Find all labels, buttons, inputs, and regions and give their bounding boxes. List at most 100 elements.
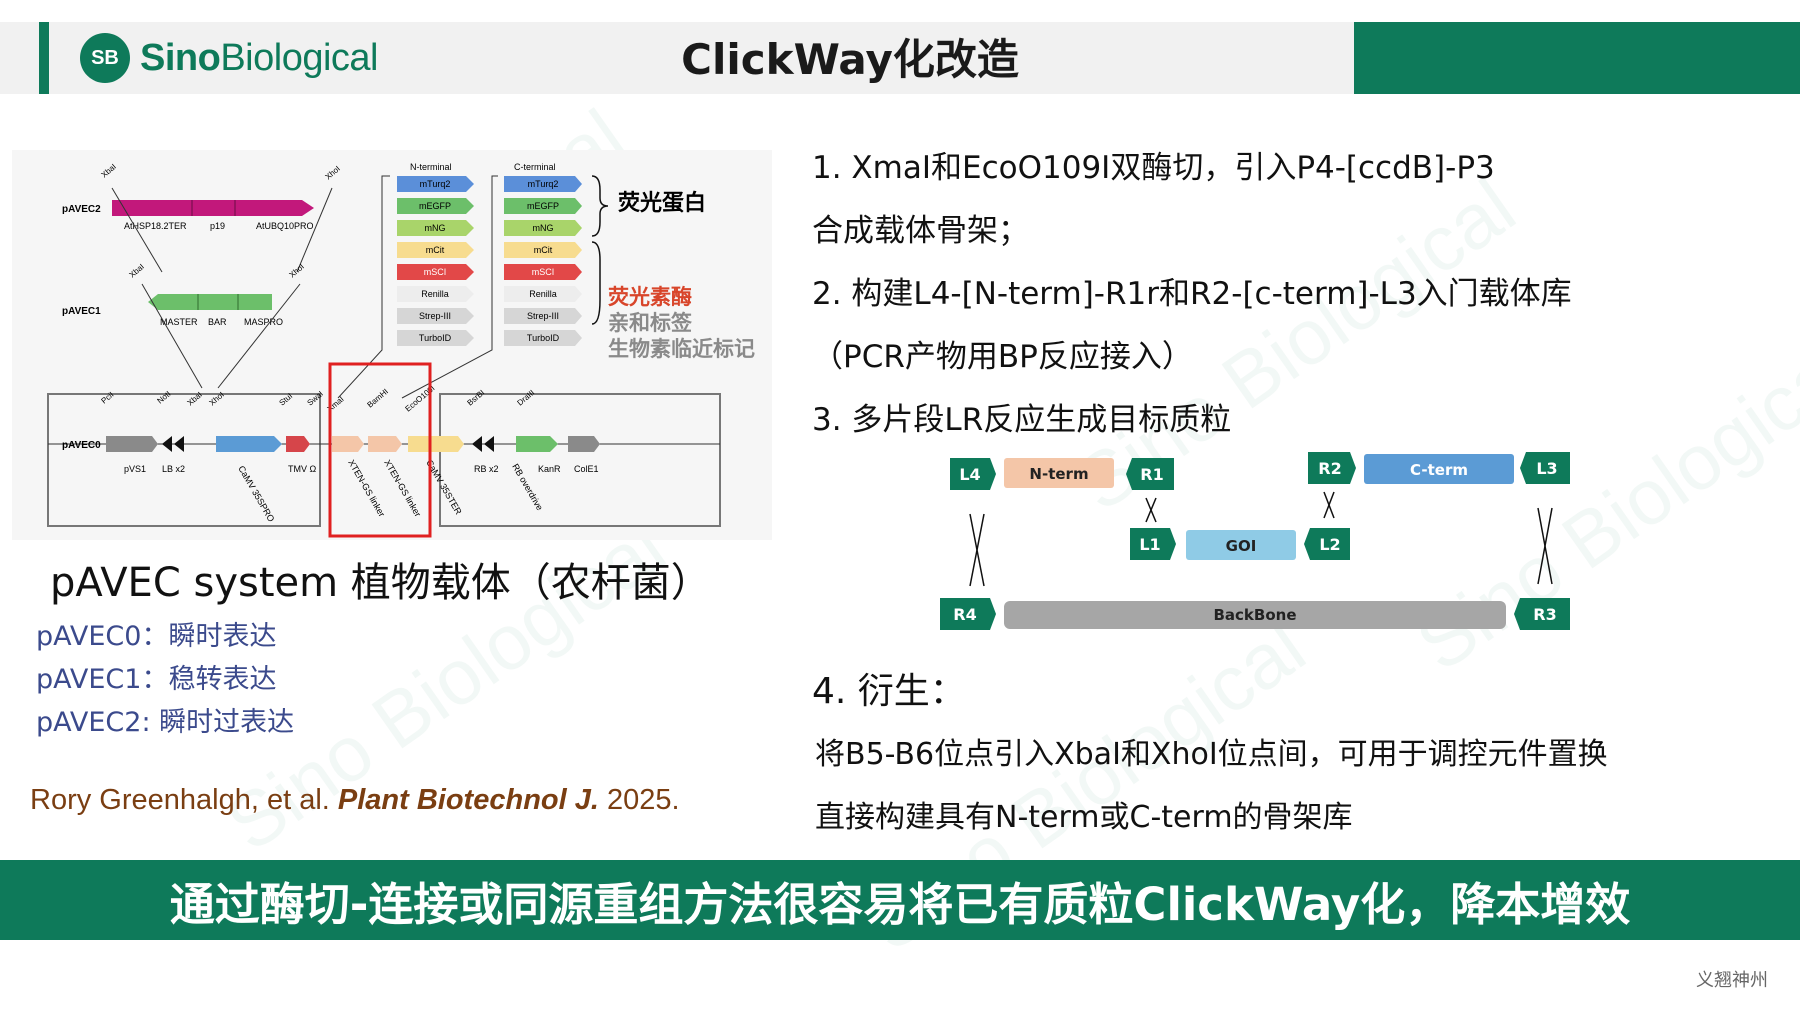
pavec1-description: pAVEC1：稳转表达	[36, 664, 277, 695]
pavec1-cassette	[148, 294, 272, 310]
step-1-line-1: 1. XmaI和EcoO109I双酶切，引入P4-[ccdB]-P3	[812, 150, 1495, 186]
n-tag-2: mEGFP	[419, 201, 451, 211]
n-tag-5: mSCI	[424, 267, 447, 277]
pavec0-elements	[106, 436, 600, 452]
pavec1-part-3: MASPRO	[244, 317, 283, 327]
citation-journal: Plant Biotechnol J.	[337, 784, 599, 816]
label-fluorescent-protein: 荧光蛋白	[618, 190, 706, 216]
pavec2-connector-left	[111, 187, 163, 273]
pavec2-part-3: AtUBQ10PRO	[256, 221, 314, 231]
pavec0-part-11: ColE1	[574, 464, 599, 474]
pavec0-site-2: NotI	[156, 389, 173, 405]
pavec2-part-2: p19	[210, 221, 225, 231]
citation: Rory Greenhalgh, et al. Plant Biotechnol…	[30, 784, 680, 817]
label-bioid: 生物素临近标记	[608, 337, 755, 361]
c-tag-8: TurboID	[527, 333, 560, 343]
logo-biological: Biological	[220, 36, 378, 79]
pavec0-part-4: TMV Ω	[288, 464, 316, 474]
label-luciferase: 荧光素酶	[608, 285, 692, 309]
pavec0-box-left	[47, 393, 321, 527]
step-4-line-2: 直接构建具有N-term或C-term的骨架库	[815, 800, 1353, 835]
citation-authors: Rory Greenhalgh, et al.	[30, 784, 338, 816]
c-terminal-tags	[504, 176, 582, 346]
lr-l3: L3	[1536, 459, 1557, 478]
header-green-block	[1354, 22, 1800, 94]
pavec-system-title: pAVEC system 植物载体（农杆菌）	[50, 560, 711, 606]
lr-l2: L2	[1319, 535, 1340, 554]
footer-brand: 义翘神州	[1696, 970, 1768, 991]
pavec0-part-8: RB x2	[474, 464, 499, 474]
n-terminal-title: N-terminal	[410, 162, 452, 172]
c-tag-1: mTurq2	[528, 179, 559, 189]
lr-nterm: N-term	[1029, 465, 1088, 483]
pavec0-site-6: SwaI	[306, 389, 325, 407]
citation-year: 2025.	[598, 784, 680, 816]
n-tag-3: mNG	[425, 223, 446, 233]
step-3: 3. 多片段LR反应生成目标质粒	[812, 402, 1232, 438]
pavec1-part-1: MASTER	[160, 317, 198, 327]
sino-biological-logo: SB SinoBiological	[80, 30, 378, 86]
logo-badge-icon: SB	[80, 33, 130, 83]
lr-cterm: C-term	[1410, 461, 1468, 479]
pavec1-label: pAVEC1	[62, 306, 101, 317]
pavec1-site-right: XhoI	[288, 262, 306, 279]
pavec0-part-3: CaMV 35SPRO	[236, 464, 276, 524]
pavec-vector-figure: pAVEC2 AtHSP18.2TER p19 AtUBQ10PRO XbaI …	[12, 150, 772, 540]
pavec-figure-svg: pAVEC2 AtHSP18.2TER p19 AtUBQ10PRO XbaI …	[47, 162, 755, 538]
lr-crossover-marks	[969, 491, 1553, 587]
n-tag-1: mTurq2	[420, 179, 451, 189]
n-terminal-tags	[397, 176, 474, 346]
pavec2-part-1: AtHSP18.2TER	[124, 221, 187, 231]
lr-l4: L4	[959, 465, 980, 484]
header-band	[0, 22, 1354, 94]
n-tag-4: mCit	[426, 245, 445, 255]
pavec0-part-1: pVS1	[124, 464, 146, 474]
lr-reaction-diagram: L4 N-term R1 R2 C-term L3 L1 GOI L2 R4 B…	[940, 452, 1570, 630]
c-tag-4: mCit	[534, 245, 553, 255]
pavec1-part-2: BAR	[208, 317, 227, 327]
c-tag-6: Renilla	[529, 289, 557, 299]
pavec0-label: pAVEC0	[62, 440, 101, 451]
c-tag-3: mNG	[533, 223, 554, 233]
lr-r3: R3	[1533, 605, 1556, 624]
pavec0-description: pAVEC0：瞬时表达	[36, 621, 277, 652]
n-tag-6: Renilla	[421, 289, 449, 299]
pavec2-cassette	[112, 200, 314, 216]
tag-brace	[591, 241, 601, 325]
pavec0-site-10: BsrBI	[466, 388, 487, 407]
label-affinity-tag: 亲和标签	[608, 311, 693, 335]
pavec0-site-11: DraIII	[516, 388, 537, 407]
c-tag-5: mSCI	[532, 267, 555, 277]
lr-l1: L1	[1139, 535, 1160, 554]
c-tag-2: mEGFP	[527, 201, 559, 211]
pavec1-connector-left	[141, 283, 203, 389]
lr-shapes	[940, 452, 1570, 630]
step-1-line-2: 合成载体骨架；	[812, 213, 1029, 249]
step-4-title: 4. 衍生：	[812, 671, 966, 712]
banner-text: 通过酶切-连接或同源重组方法很容易将已有质粒ClickWay化，降本增效	[169, 877, 1631, 931]
pavec1-site-left: XbaI	[128, 262, 146, 279]
bottom-banner: 通过酶切-连接或同源重组方法很容易将已有质粒ClickWay化，降本增效	[0, 860, 1800, 940]
n-terminal-connector	[337, 175, 390, 399]
c-terminal-title: C-terminal	[514, 162, 556, 172]
pavec0-site-4: XhoI	[208, 390, 226, 407]
step-2-line-1: 2. 构建L4-[N-term]-R1r和R2-[c-term]-L3入门载体库	[812, 276, 1572, 312]
pavec2-connector-right	[296, 187, 333, 273]
pavec0-part-2: LB x2	[162, 464, 185, 474]
pavec0-site-8: BamHI	[366, 387, 391, 410]
c-terminal-connector	[401, 175, 498, 399]
pavec2-label: pAVEC2	[62, 204, 101, 215]
pavec0-site-3: XbaI	[186, 390, 204, 407]
xten-linker-highlight	[328, 362, 432, 538]
step-4-line-1: 将B5-B6位点引入XbaI和XhoI位点间，可用于调控元件置换	[815, 737, 1608, 772]
lr-goi: GOI	[1226, 537, 1257, 555]
fp-brace	[591, 175, 609, 237]
page-title: ClickWay化改造	[681, 35, 1019, 84]
pavec2-site-right: XhoI	[324, 164, 342, 181]
pavec2-site-left: XbaI	[100, 162, 118, 179]
header-accent-bar	[39, 22, 49, 94]
pavec2-description: pAVEC2: 瞬时过表达	[36, 707, 295, 738]
logo-wordmark: SinoBiological	[140, 37, 378, 80]
pavec0-box-right	[439, 393, 721, 527]
logo-sino: Sino	[140, 36, 221, 79]
